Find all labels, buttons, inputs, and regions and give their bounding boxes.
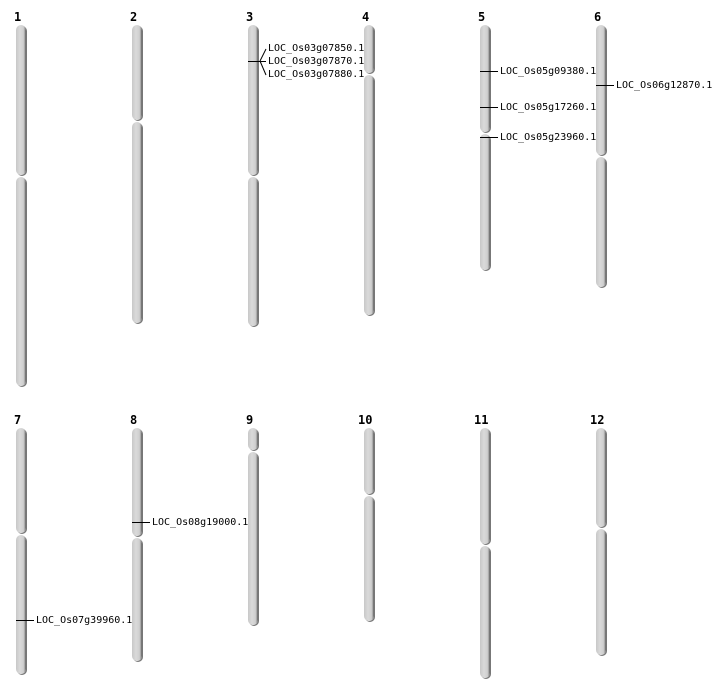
chromosome-number: 1 <box>14 10 22 24</box>
gene-label: LOC_Os08g19000.1 <box>152 517 249 528</box>
chromosome-5-short-arm <box>480 25 490 132</box>
gene-label: LOC_Os05g23960.1 <box>500 132 597 143</box>
chromosome-number: 2 <box>130 10 138 24</box>
chromosome-number: 6 <box>594 10 602 24</box>
chromosome-4-short-arm <box>364 25 374 73</box>
gene-label: LOC_Os07g39960.1 <box>36 615 133 626</box>
chromosome-number: 8 <box>130 413 138 427</box>
chromosome-number: 12 <box>590 413 605 427</box>
gene-label: LOC_Os03g07850.1 <box>268 43 365 54</box>
gene-marker <box>248 61 260 62</box>
gene-label: LOC_Os06g12870.1 <box>616 80 712 91</box>
gene-label: LOC_Os03g07880.1 <box>268 69 365 80</box>
chromosome-10-short-arm <box>364 428 374 494</box>
chromosome-8-long-arm <box>132 538 142 661</box>
chromosome-4-long-arm <box>364 75 374 315</box>
chromosome-1-long-arm <box>16 177 26 386</box>
gene-connector <box>259 60 267 76</box>
chromosome-12-short-arm <box>596 428 606 527</box>
chromosome-8-short-arm <box>132 428 142 536</box>
gene-connector <box>259 48 267 62</box>
gene-marker <box>480 107 498 108</box>
gene-marker <box>16 620 34 621</box>
gene-marker <box>480 137 498 138</box>
chromosome-number: 3 <box>246 10 254 24</box>
chromosome-11-long-arm <box>480 546 490 678</box>
chromosome-3-short-arm <box>248 25 258 175</box>
chromosome-10-long-arm <box>364 496 374 621</box>
chromosome-2-long-arm <box>132 122 142 323</box>
gene-marker <box>596 85 614 86</box>
chromosome-12-long-arm <box>596 529 606 655</box>
chromosome-5-long-arm <box>480 134 490 270</box>
chromosome-number: 7 <box>14 413 22 427</box>
chromosome-9-short-arm <box>248 428 258 450</box>
chromosome-number: 4 <box>362 10 370 24</box>
chromosome-number: 11 <box>474 413 489 427</box>
chromosome-2-short-arm <box>132 25 142 120</box>
gene-label: LOC_Os03g07870.1 <box>268 56 365 67</box>
chromosome-number: 10 <box>358 413 373 427</box>
gene-marker <box>132 522 150 523</box>
gene-marker <box>480 71 498 72</box>
chromosome-9-long-arm <box>248 452 258 625</box>
chromosome-number: 5 <box>478 10 486 24</box>
chromosome-11-short-arm <box>480 428 490 544</box>
chromosome-1-short-arm <box>16 25 26 175</box>
gene-label: LOC_Os05g17260.1 <box>500 102 597 113</box>
chromosome-3-long-arm <box>248 177 258 326</box>
chromosome-6-long-arm <box>596 157 606 287</box>
chromosome-7-short-arm <box>16 428 26 533</box>
chromosome-number: 9 <box>246 413 254 427</box>
chromosome-6-short-arm <box>596 25 606 155</box>
chromosome-7-long-arm <box>16 535 26 674</box>
gene-label: LOC_Os05g09380.1 <box>500 66 597 77</box>
